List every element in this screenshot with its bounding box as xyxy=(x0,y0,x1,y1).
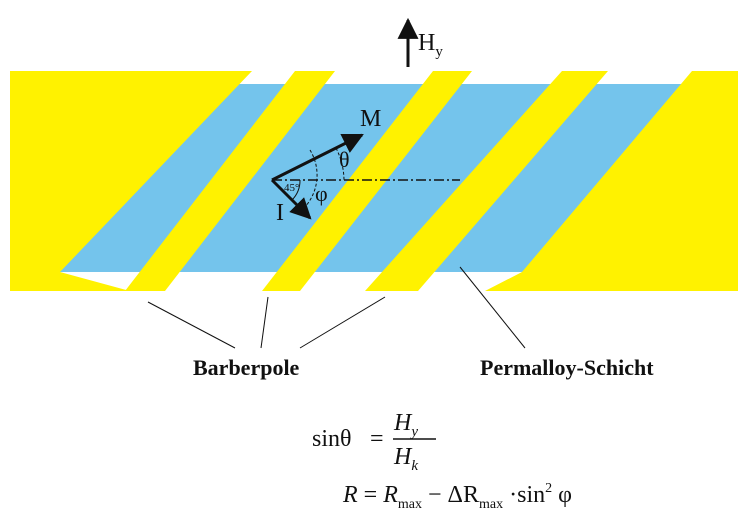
formula1-denominator: Hk xyxy=(393,444,418,474)
formula2: R = Rmax − ΔRmax ·sin2 φ xyxy=(342,472,572,514)
barberpole-right-contact xyxy=(485,71,738,291)
formula1-lhs: sinθ xyxy=(312,426,352,452)
angle-45-label: 45° xyxy=(284,182,299,194)
m-label: M xyxy=(360,106,381,132)
magnetization-vector xyxy=(271,133,364,182)
barberpole-pointer-2 xyxy=(260,296,269,349)
phi-label: φ xyxy=(315,181,328,206)
theta-label: θ xyxy=(339,147,350,172)
theta-arc xyxy=(335,147,345,181)
barberpole-label: Barberpole xyxy=(193,355,300,380)
permalloy-label: Permalloy-Schicht xyxy=(480,355,654,380)
angle-45-arc xyxy=(291,179,301,201)
barberpole-pointer-3 xyxy=(299,296,386,349)
barberpole-left-contact xyxy=(10,71,252,291)
barberpole-stripe-3 xyxy=(365,71,608,291)
permalloy-pointer xyxy=(459,266,526,349)
barberpole-stripe-2 xyxy=(262,71,472,291)
barberpole-stripe-1 xyxy=(125,71,335,291)
barberpole-pointer-1 xyxy=(147,301,236,349)
hy-label: Hy xyxy=(418,30,443,60)
current-vector xyxy=(270,178,312,220)
formula1-equals: = xyxy=(370,426,384,452)
phi-arc xyxy=(301,149,318,211)
i-label: I xyxy=(276,200,284,226)
formula1-numerator: Hy xyxy=(393,410,418,440)
